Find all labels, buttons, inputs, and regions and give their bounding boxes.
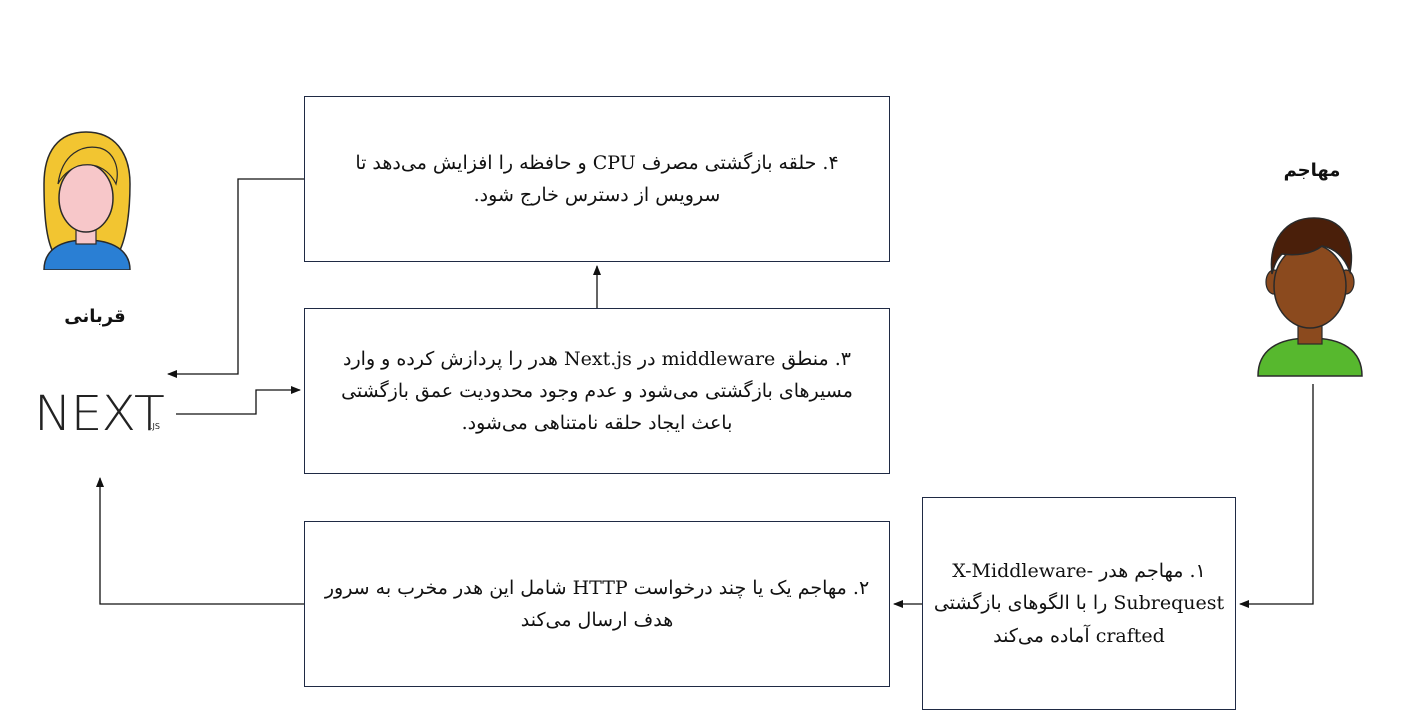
step-1-text: ۱. مهاجم هدر X-Middleware-Subrequest را … [933,560,1225,647]
nextjs-logo: NEXT .JS [30,386,170,456]
victim-avatar [43,131,131,270]
step-4-text: ۴. حلقه بازگشتی مصرف CPU و حافظه را افزا… [355,151,839,206]
step-3-text: ۳. منطق middleware در Next.js هدر را پرد… [341,347,853,435]
arrow-nextjs-to-step3 [176,386,301,415]
nextjs-logo-wordmark: NEXT [34,386,165,442]
attacker-avatar [1257,217,1363,377]
step-2-text: ۲. مهاجم یک یا چند درخواست HTTP شامل این… [324,576,870,631]
arrow-step2-to-nextjs [96,477,304,605]
step-3-box: ۳. منطق middleware در Next.js هدر را پرد… [304,308,890,474]
arrow-attacker-to-step1 [1239,384,1314,608]
step-4-box: ۴. حلقه بازگشتی مصرف CPU و حافظه را افزا… [304,96,890,262]
arrow-step4-to-nextjs [167,178,304,378]
victim-label: قربانی [64,306,126,327]
attacker-label: مهاجم [1283,160,1341,181]
nextjs-logo-suffix: .JS [150,422,160,431]
step-1-box: ۱. مهاجم هدر X-Middleware-Subrequest را … [922,497,1236,710]
step-2-box: ۲. مهاجم یک یا چند درخواست HTTP شامل این… [304,521,890,687]
